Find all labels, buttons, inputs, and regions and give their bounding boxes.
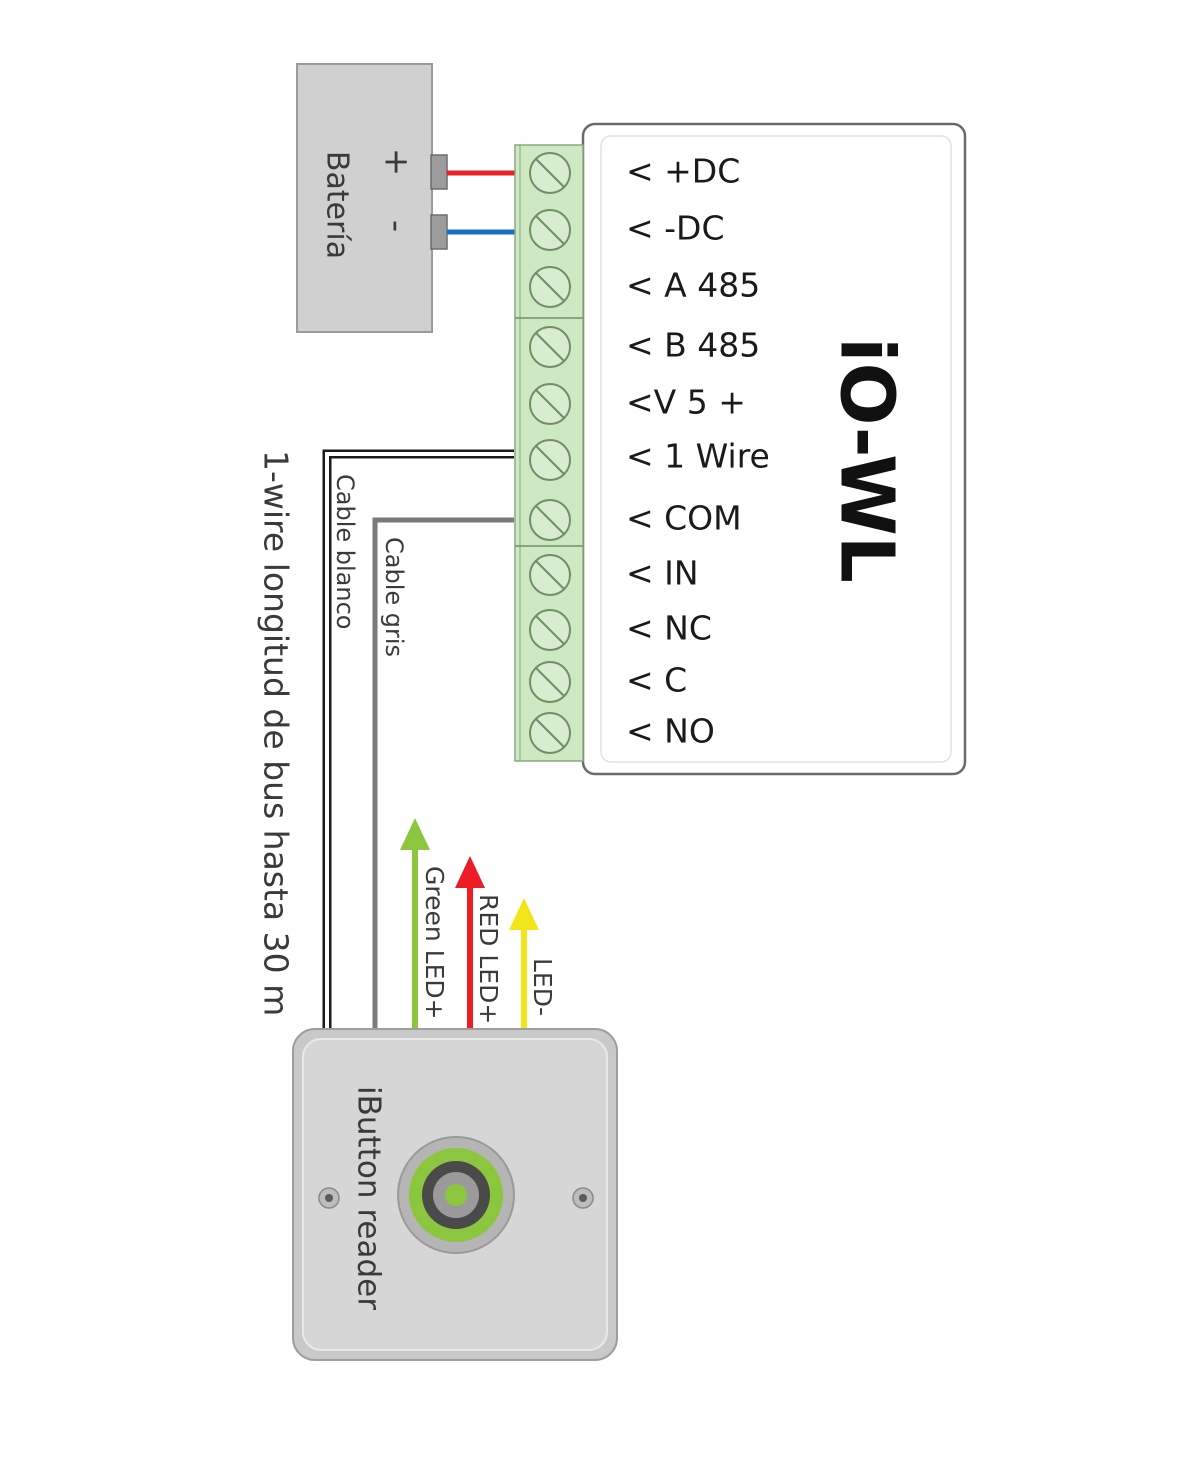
terminal-screw-icon: [529, 383, 571, 425]
terminal-label-com: < COM: [626, 499, 742, 538]
terminal-label-dc-plus: < +DC: [626, 152, 740, 191]
battery-negative-terminal: [430, 214, 448, 250]
gray-cable-label: Cable gris: [380, 537, 408, 657]
terminal-screw-icon: [529, 554, 571, 596]
white-cable: [322, 449, 514, 1032]
ibutton-contact-icon: [397, 1136, 515, 1254]
reader-screw-left: [318, 1187, 340, 1209]
terminal-screw-icon: [529, 609, 571, 651]
battery-label: Batería: [320, 151, 355, 259]
terminal-screw-icon: [529, 661, 571, 703]
reader-screw-right: [572, 1187, 594, 1209]
ibutton-reader: iButton reader: [292, 1028, 618, 1361]
reader-label: iButton reader: [351, 1086, 387, 1310]
terminal-label-1wire: < 1 Wire: [626, 437, 770, 476]
terminal-label-dc-minus: < -DC: [626, 209, 725, 248]
green-led-arrow: [400, 818, 430, 1030]
terminal-label-b485: < B 485: [626, 326, 760, 365]
terminal-screw-icon: [529, 326, 571, 368]
bus-length-note: 1-wire longitud de bus hasta 30 m: [257, 450, 296, 1016]
battery-minus-sign: -: [377, 220, 417, 232]
red-led-label: RED LED+: [474, 894, 503, 1024]
terminal-screw-icon: [529, 712, 571, 754]
terminal-screw-icon: [529, 266, 571, 308]
battery: + - Batería: [296, 63, 448, 333]
red-led-arrow: [455, 856, 485, 1030]
white-cable-label: Cable blanco: [331, 474, 359, 629]
terminal-label-no: < NO: [626, 712, 715, 751]
device-name: iO-WL: [823, 337, 909, 583]
terminal-screw-icon: [529, 209, 571, 251]
terminal-screw-icon: [529, 152, 571, 194]
battery-plus-sign: +: [377, 148, 417, 177]
terminal-block: [514, 144, 584, 762]
terminal-label-a485: < A 485: [626, 266, 760, 305]
io-wl-device: iO-WL: [581, 122, 967, 776]
battery-positive-terminal: [430, 154, 448, 190]
terminal-screw-icon: [529, 439, 571, 481]
terminal-screw-icon: [529, 499, 571, 541]
green-led-label: Green LED+: [420, 866, 449, 1020]
gray-cable: [372, 517, 514, 1032]
terminal-label-nc: < NC: [626, 609, 712, 648]
terminal-label-v5: <V 5 +: [626, 383, 746, 422]
led-minus-label: LED-: [528, 958, 557, 1016]
terminal-label-in: < IN: [626, 554, 699, 593]
terminal-labels: < +DC < -DC < A 485 < B 485 <V 5 + < 1 W…: [626, 152, 770, 751]
terminal-label-c: < C: [626, 661, 687, 700]
yellow-led-arrow: [509, 898, 539, 1030]
